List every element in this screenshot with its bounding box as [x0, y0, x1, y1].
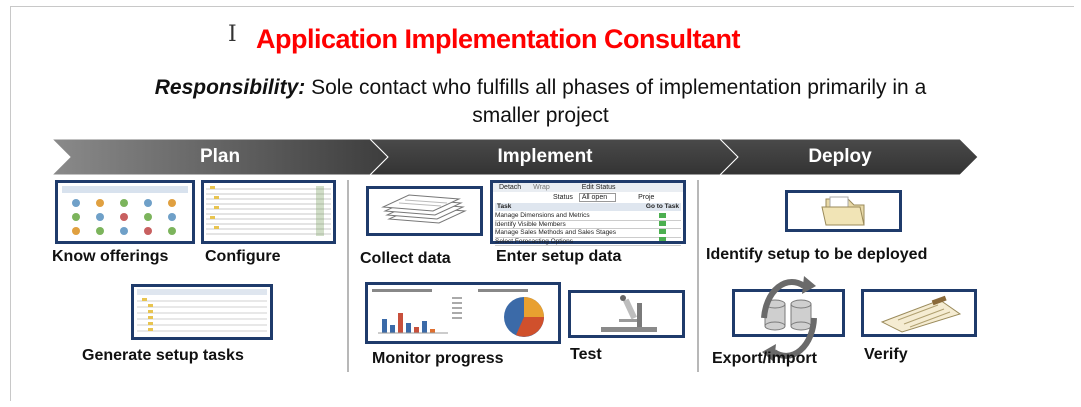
table-row[interactable]: Identify Visible Members [495, 221, 681, 229]
column-separator [347, 180, 349, 372]
caption-generate-setup-tasks: Generate setup tasks [82, 347, 244, 364]
configure-screenshot [201, 180, 336, 244]
caption-identify-setup: Identify setup to be deployed [706, 246, 928, 263]
caption-monitor-progress: Monitor progress [372, 350, 504, 367]
task-table-header: Task Go to Task [495, 203, 681, 211]
offerings-screenshot [55, 180, 195, 244]
sync-arrows-icon [761, 276, 817, 362]
phase-arrow-implement [369, 139, 739, 175]
task-table-body: Manage Dimensions and Metrics Identify V… [495, 212, 681, 246]
column-separator [697, 180, 699, 372]
caption-test: Test [570, 346, 602, 363]
responsibility-label: Responsibility: [154, 76, 306, 99]
database-sync-icon [764, 299, 812, 331]
responsibility-line2: smaller project [472, 104, 609, 127]
phase-arrow-bar [52, 139, 979, 175]
table-row[interactable]: Manage Dimensions and Metrics [495, 212, 681, 221]
go-to-task-icons [659, 213, 666, 241]
caption-enter-setup-data: Enter setup data [496, 248, 622, 265]
caption-know-offerings: Know offerings [52, 248, 169, 265]
monitor-progress-screenshot [365, 282, 561, 344]
enter-setup-toolbar: Detach Wrap Edit Status [493, 183, 683, 192]
edit-status-button[interactable]: Edit Status [581, 184, 616, 191]
status-select[interactable]: All open [578, 193, 617, 202]
detach-button[interactable]: Detach [499, 184, 522, 191]
folder-icon [821, 196, 865, 226]
verify-image [861, 289, 977, 337]
enter-setup-screenshot: Detach Wrap Edit Status Status All open … [490, 180, 686, 246]
caption-configure: Configure [205, 248, 281, 265]
phase-arrow-deploy [719, 139, 979, 175]
phase-label-plan: Plan [199, 146, 241, 167]
export-import-image [732, 289, 845, 337]
wrap-button[interactable]: Wrap [533, 184, 550, 191]
status-label: Status [553, 194, 573, 201]
microscope-icon [601, 295, 657, 332]
identify-setup-image [785, 190, 902, 232]
setup-tasks-list [137, 289, 267, 332]
caption-verify: Verify [864, 346, 908, 363]
slide-title: Application Implementation Consultant [256, 24, 741, 54]
text-cursor-icon: I [228, 22, 237, 47]
col-go-to-task: Go to Task [645, 203, 679, 210]
project-label: Proje [638, 194, 655, 201]
configure-tree-list [206, 186, 331, 236]
offerings-icons-grid [62, 186, 188, 235]
responsibility-text: Responsibility: Sole contact who fulfill… [0, 74, 1081, 130]
caption-collect-data: Collect data [360, 250, 451, 267]
paper-stack-icon [381, 194, 467, 224]
collect-data-image [366, 186, 483, 236]
phase-label-implement: Implement [497, 146, 593, 167]
phase-arrow-plan [52, 139, 389, 175]
clipboard-icon [880, 295, 962, 333]
col-task: Task [497, 203, 512, 210]
responsibility-line1: Sole contact who fulfills all phases of … [311, 76, 927, 99]
test-image [568, 290, 685, 338]
slide-frame [10, 6, 1074, 401]
table-row[interactable]: Select Forecasting Options [495, 238, 681, 246]
progress-charts [372, 289, 544, 337]
setup-tasks-screenshot [131, 284, 273, 340]
phase-label-deploy: Deploy [808, 146, 872, 167]
caption-export-import: Export/import [712, 350, 817, 367]
enter-setup-filter: Status All open Proje [493, 193, 683, 202]
table-row[interactable]: Manage Sales Methods and Sales Stages [495, 229, 681, 238]
